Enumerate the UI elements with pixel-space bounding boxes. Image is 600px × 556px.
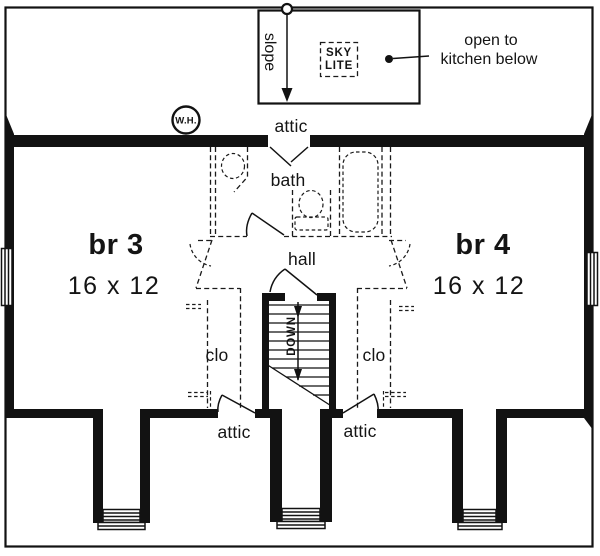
dormers <box>93 409 507 523</box>
bath-door <box>245 212 285 237</box>
bath-label: bath <box>271 170 306 190</box>
toilet <box>298 189 324 219</box>
closet-left-label: clo <box>206 345 229 365</box>
windows <box>0 247 599 531</box>
bathroom <box>209 147 392 238</box>
open-note-line1: open to <box>464 32 517 49</box>
knee-wall-marks <box>186 303 414 408</box>
hall-partitions <box>189 239 411 289</box>
attic-access-door-top <box>269 146 309 167</box>
water-heater-label: W.H. <box>175 116 196 127</box>
closet-partitions <box>196 287 407 408</box>
window-left-side <box>0 247 13 307</box>
bathtub <box>342 151 379 233</box>
down-label: DOWN <box>286 316 298 356</box>
skylite-label-line2: LITE <box>325 60 353 72</box>
slope-arrow <box>280 2 294 102</box>
stairwell <box>262 268 337 418</box>
slope-label: slope <box>261 33 278 71</box>
bedroom3-name: br 3 <box>88 229 143 261</box>
sink <box>220 152 246 180</box>
water-heater-symbol <box>171 105 201 135</box>
attic-bottom-right-label: attic <box>343 421 376 441</box>
skylite-label-line1: SKY <box>326 47 352 59</box>
open-note-line2: kitchen below <box>441 51 538 68</box>
skylight-opening <box>257 2 430 105</box>
window-dormer-right <box>457 508 503 531</box>
bedroom4-door <box>388 243 411 267</box>
bedroom3-door <box>189 243 212 267</box>
hall-label: hall <box>288 249 316 269</box>
hall-stair-door <box>269 268 318 296</box>
window-dormer-left <box>97 508 146 531</box>
closet-right-label: clo <box>363 345 386 365</box>
attic-bottom-left-label: attic <box>217 422 250 442</box>
toilet-tank <box>294 216 329 231</box>
stair-treads <box>262 304 337 410</box>
attic-door-left <box>217 394 256 414</box>
bedroom4-name: br 4 <box>455 229 510 261</box>
bedroom3-dimensions: 16 x 12 <box>68 272 161 300</box>
attic-top-label: attic <box>274 116 307 136</box>
attic-door-right <box>342 393 379 414</box>
leader-line <box>385 55 430 63</box>
exterior-walls <box>5 112 593 430</box>
window-dormer-center <box>276 507 326 530</box>
down-arrow <box>294 302 302 381</box>
window-right-side <box>586 251 599 307</box>
bedroom4-dimensions: 16 x 12 <box>433 272 526 300</box>
